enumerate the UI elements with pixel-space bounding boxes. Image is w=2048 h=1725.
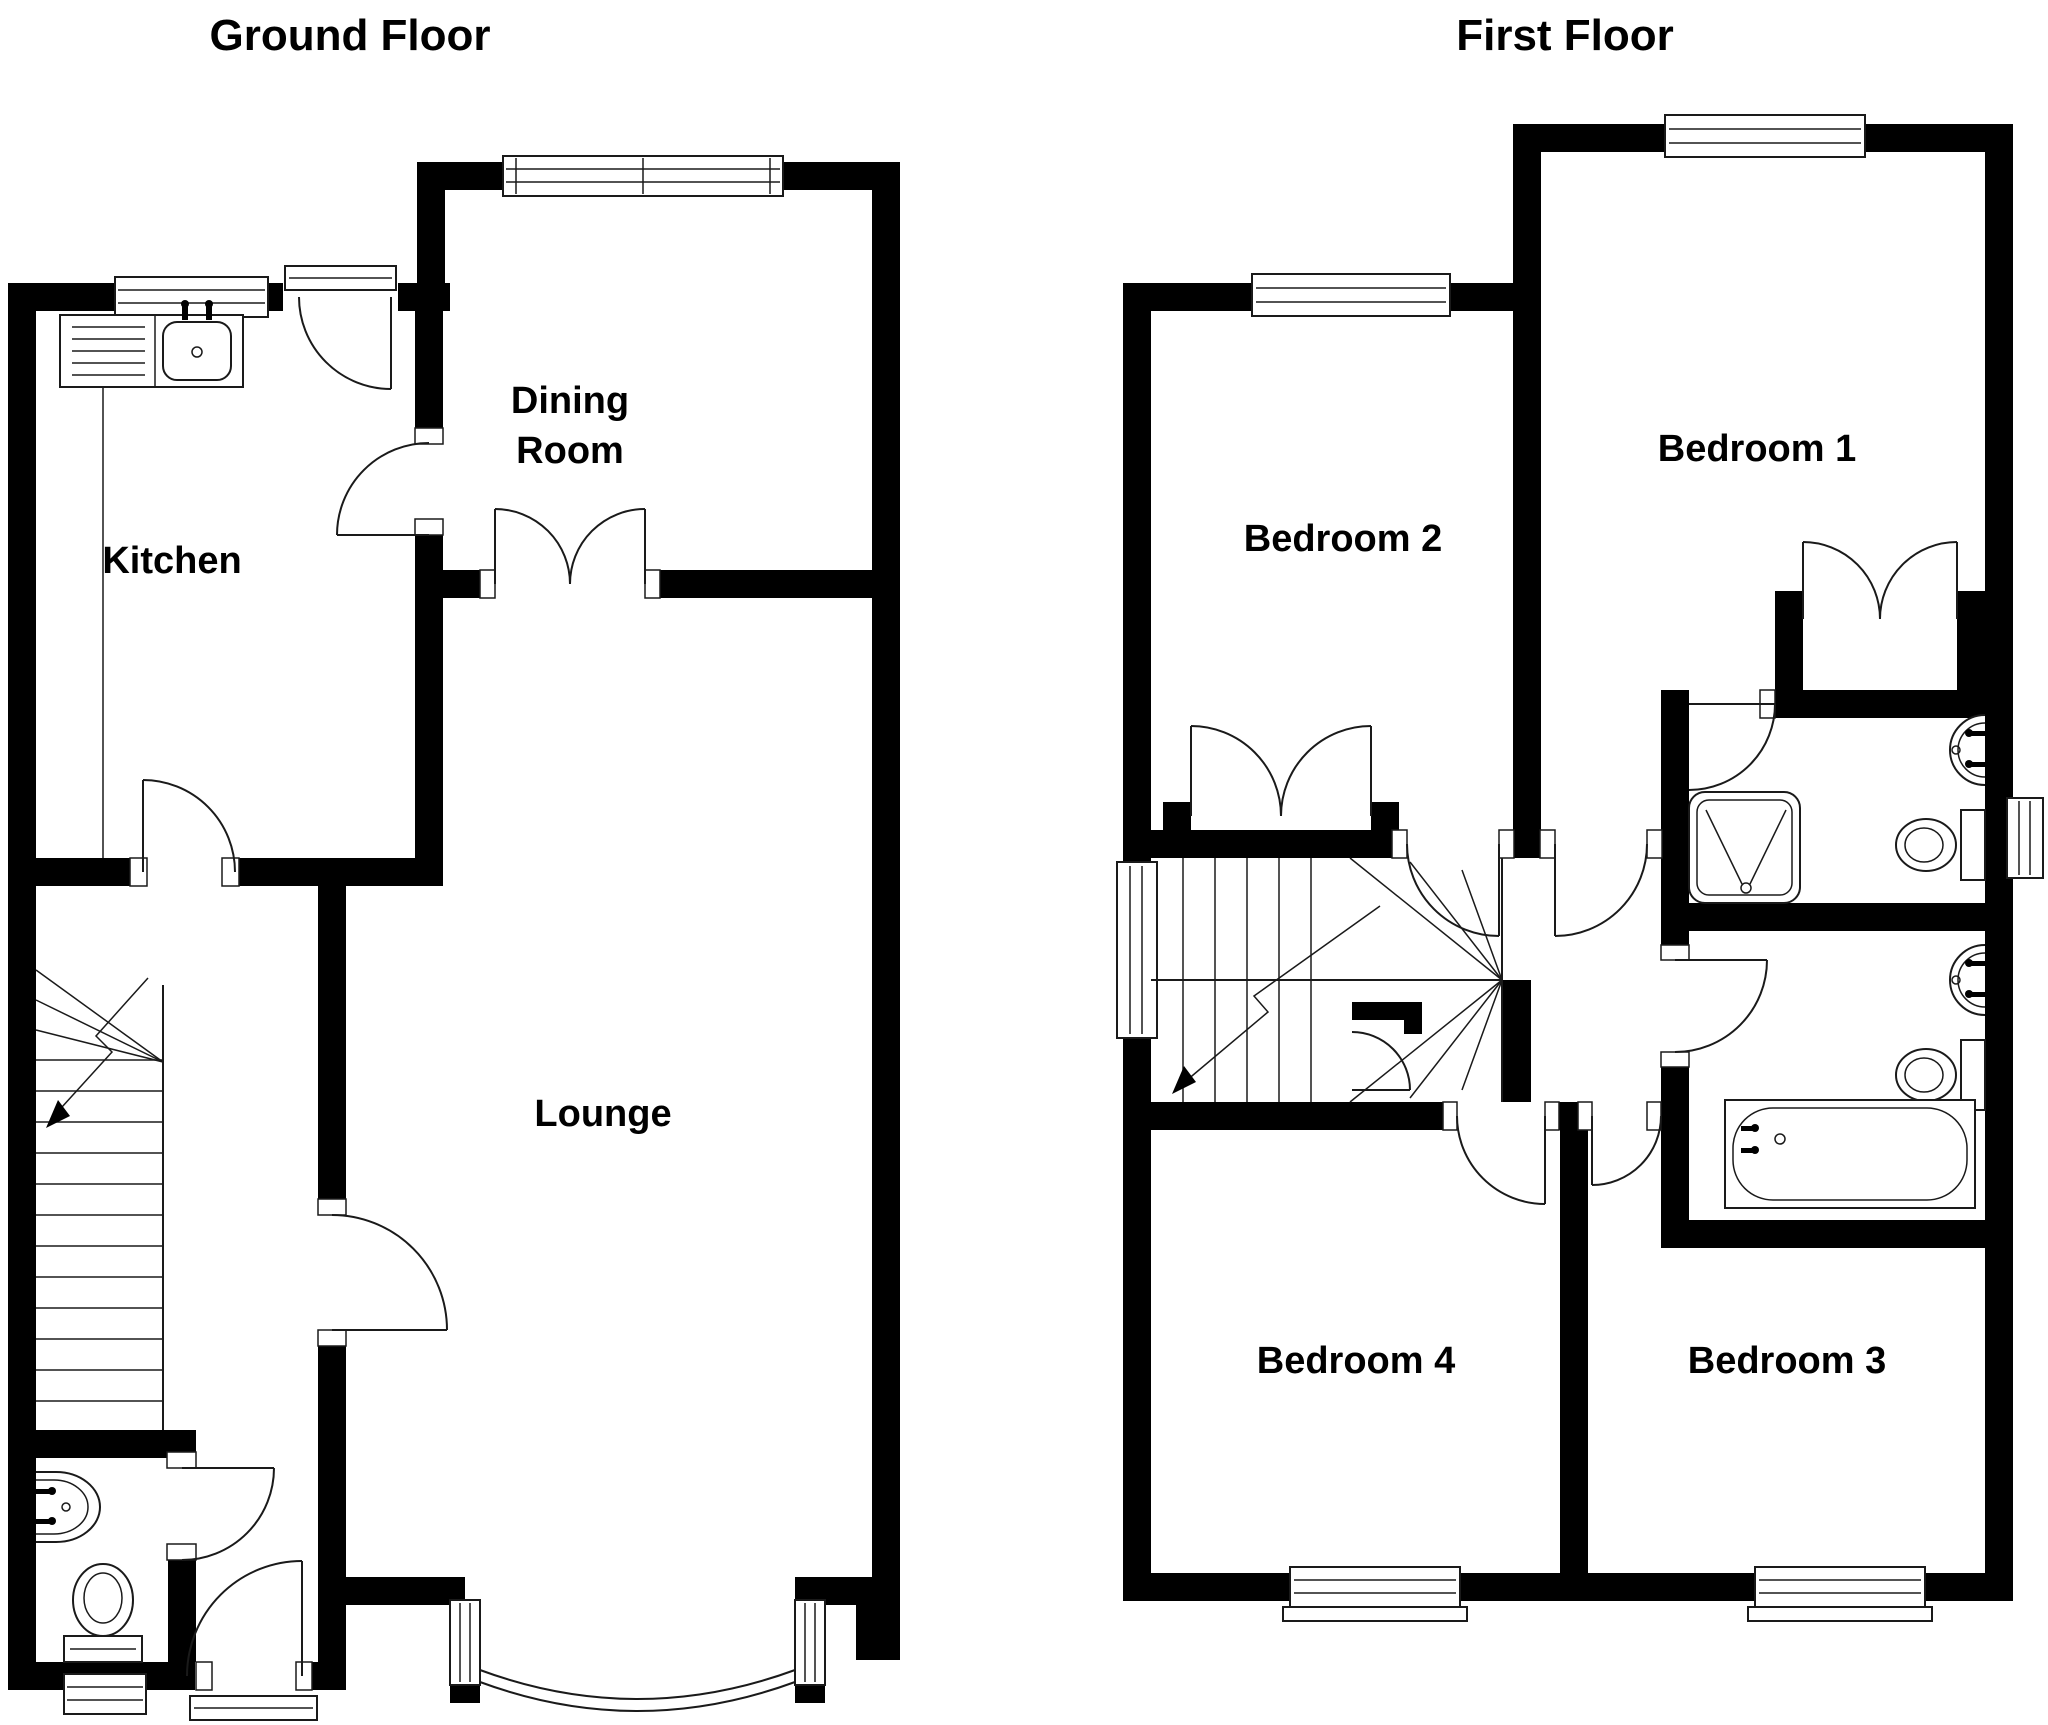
bedroom1-label: Bedroom 1 <box>1658 428 1856 470</box>
dining-room-label-line2: Room <box>516 430 624 472</box>
kitchen-label: Kitchen <box>102 540 241 582</box>
ensuite-toilet <box>1895 809 1986 881</box>
bay-window <box>449 1599 826 1712</box>
bedroom1-window <box>1664 114 1866 158</box>
landing-cupboard-door <box>1351 1031 1411 1091</box>
first-floor-plan: First Floor <box>1116 11 2044 1622</box>
front-door-threshold <box>189 1695 318 1721</box>
bedroom4-label: Bedroom 4 <box>1257 1340 1455 1382</box>
bedroom4-window <box>1282 1566 1468 1622</box>
ensuite-shower <box>1688 791 1801 904</box>
wc-toilet <box>63 1563 143 1663</box>
bathroom-basin <box>1949 944 1986 1016</box>
bathroom-bath <box>1724 1099 1976 1209</box>
dining-room-label-line1: Dining <box>511 380 629 422</box>
bedroom1-door <box>1554 843 1648 937</box>
hall-lounge-door <box>331 1214 448 1331</box>
ground-floor-walls <box>8 162 900 1703</box>
first-floor-stairs <box>1151 857 1503 1103</box>
wc-basin <box>36 1471 101 1543</box>
ground-floor-title: Ground Floor <box>209 11 490 60</box>
kitchen-dining-door <box>336 442 430 536</box>
bedroom2-wardrobe-doors <box>1190 725 1372 817</box>
lounge-label: Lounge <box>534 1093 671 1135</box>
bedroom3-window <box>1747 1566 1933 1622</box>
ground-floor-stairs <box>35 969 164 1430</box>
wc-window <box>63 1673 147 1715</box>
hall-kitchen-door <box>142 779 236 873</box>
bedroom1-wardrobe-doors <box>1802 541 1958 620</box>
bedroom3-door <box>1591 1115 1662 1186</box>
bedroom4-door <box>1456 1115 1546 1205</box>
back-door-slab <box>284 265 397 291</box>
front-door <box>186 1560 303 1677</box>
ground-floor-plan: Ground Floor <box>8 11 900 1721</box>
bedroom3-label: Bedroom 3 <box>1688 1340 1886 1382</box>
dining-room-window <box>502 155 784 197</box>
kitchen-sink-unit <box>59 300 244 858</box>
ensuite-window <box>2006 797 2044 879</box>
dining-lounge-double-doors <box>494 508 646 585</box>
first-floor-title: First Floor <box>1456 11 1674 60</box>
kitchen-window <box>114 276 269 318</box>
bedroom2-window <box>1251 273 1451 317</box>
first-door-stops <box>1391 689 1776 1131</box>
landing-window <box>1116 861 1158 1039</box>
ensuite-door <box>1688 703 1776 791</box>
wc-door <box>181 1467 275 1561</box>
ensuite-basin <box>1949 714 1986 786</box>
bedroom2-door <box>1406 843 1500 937</box>
back-door <box>298 296 392 390</box>
ground-door-stops <box>129 427 661 1691</box>
bathroom-door <box>1674 959 1768 1053</box>
bedroom2-label: Bedroom 2 <box>1244 518 1442 560</box>
